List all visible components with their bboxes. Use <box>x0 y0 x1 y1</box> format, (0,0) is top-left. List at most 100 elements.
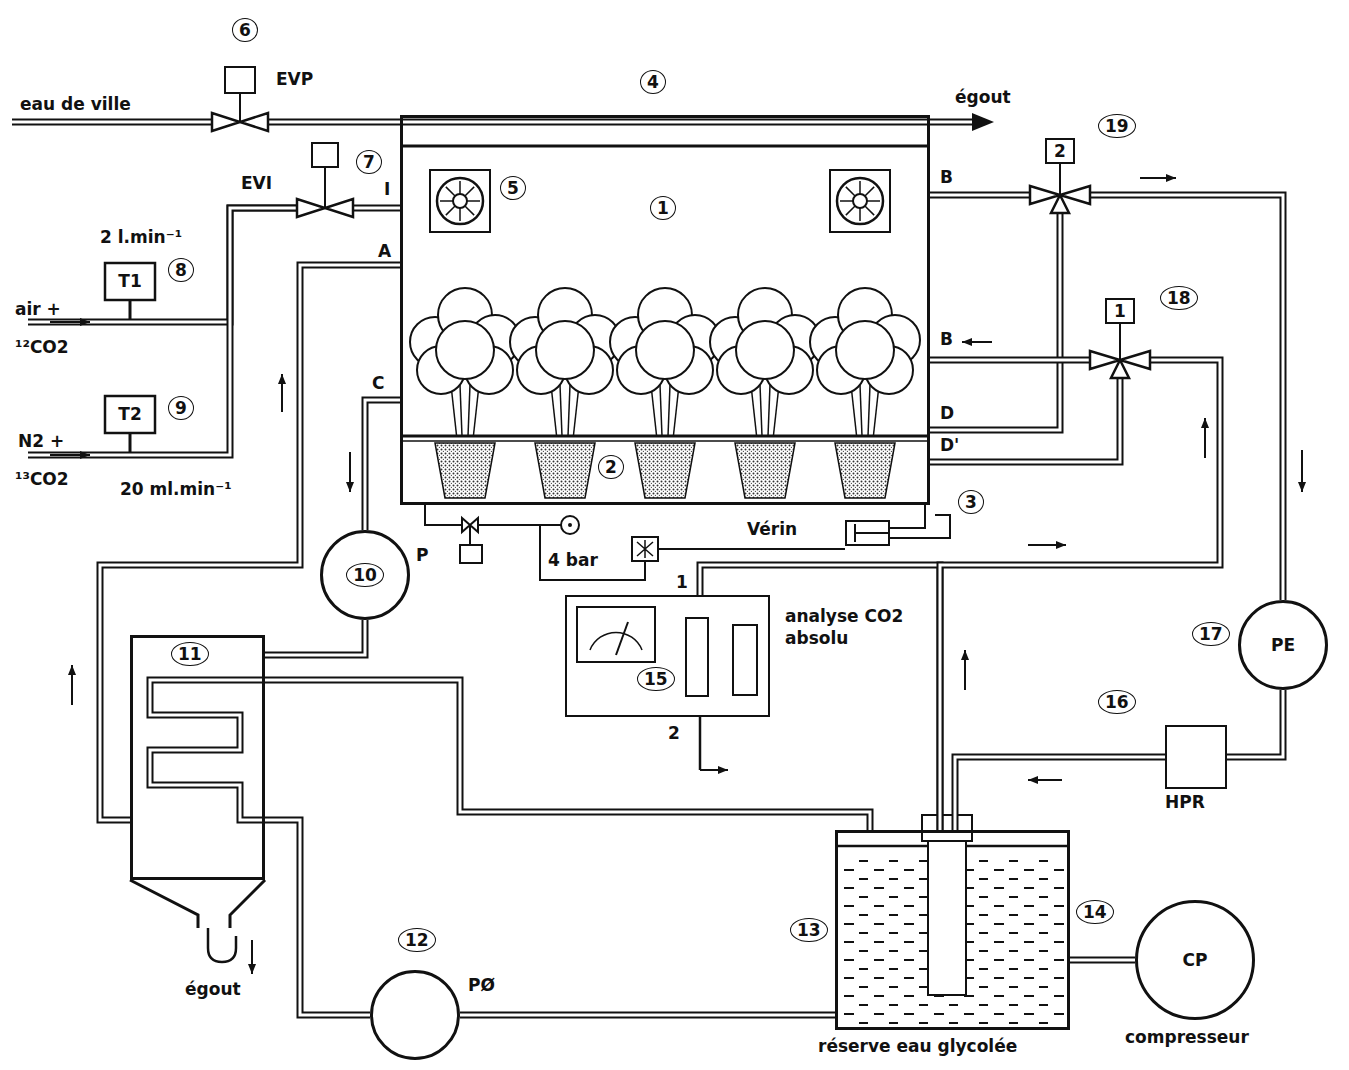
pipe-outline <box>268 119 400 126</box>
plant-stem <box>473 385 479 436</box>
node-label: Vérin <box>747 518 797 540</box>
pipe-outline <box>460 1012 835 1019</box>
air-line <box>540 525 645 580</box>
pipe-connector <box>930 228 1060 430</box>
node-label: PE <box>1271 634 1295 656</box>
pipe-bore <box>365 400 400 530</box>
gas-inlet-pipe <box>28 319 95 326</box>
flow-arrow-head <box>1166 174 1176 182</box>
pipe-bore <box>265 620 365 655</box>
analyser-gauge <box>577 607 655 662</box>
pipe-connector <box>930 195 1030 196</box>
valve-actuator <box>460 545 482 563</box>
condenser-box: 11 <box>130 635 265 880</box>
fan-housing <box>430 170 490 232</box>
plant-stem <box>460 385 462 436</box>
fan-blade <box>865 187 874 196</box>
pipe-bore <box>700 565 940 830</box>
gauge-needle <box>616 622 628 655</box>
plant-pot <box>835 443 895 498</box>
flow-meter: T2 <box>95 395 165 468</box>
pressure-gauge <box>561 516 579 534</box>
valve-stem <box>1119 324 1121 360</box>
plant-stem <box>573 385 579 436</box>
pipe-connector <box>700 565 940 830</box>
text-label: A <box>378 240 391 262</box>
pipe-outline <box>940 360 1220 830</box>
callout-number: 10 <box>346 563 384 587</box>
fan-blade <box>465 187 474 196</box>
pipe-outline <box>700 565 940 830</box>
pipe-outline <box>265 620 365 655</box>
fan-rotor <box>437 178 483 224</box>
pipe-connector <box>955 757 1165 830</box>
plant-stem <box>851 385 857 436</box>
plant-stem <box>868 385 870 436</box>
pipe-outline <box>930 192 1030 199</box>
fan-hub <box>853 194 867 208</box>
text-label: égout <box>185 978 241 1000</box>
fan-blade <box>465 206 474 215</box>
pipe-outline <box>353 205 400 212</box>
flow-tube <box>95 452 165 459</box>
water-inlet-pipe <box>12 119 212 126</box>
plant-pot <box>635 443 695 498</box>
pipe-bore <box>1070 959 1135 962</box>
flow-link <box>129 433 132 452</box>
text-label: N2 + <box>18 430 64 452</box>
flow-meter-box <box>105 263 155 300</box>
plant-stem <box>468 385 470 436</box>
pipe-bore <box>930 359 1090 362</box>
plant-stem <box>668 385 670 436</box>
pipe-connector <box>930 395 1120 462</box>
regulator-box <box>632 537 658 561</box>
plant-stem <box>451 385 457 436</box>
plant-stem <box>560 385 562 436</box>
cooling-water-pipe <box>400 121 975 124</box>
flow-arrow-head <box>1028 776 1038 784</box>
text-label: D' <box>940 434 959 456</box>
plant-stem <box>860 385 862 436</box>
pipe-connector <box>1070 960 1135 961</box>
cooling-water-pipe <box>400 119 975 126</box>
plant-stem <box>651 385 657 436</box>
callout-number: 13 <box>790 918 828 942</box>
flow-link <box>129 300 132 319</box>
plant-stem <box>660 385 662 436</box>
pipe-bore <box>930 194 1030 197</box>
fan-blade <box>440 200 453 202</box>
callout-number: 6 <box>232 18 258 42</box>
flow-arrow-head <box>248 964 256 974</box>
plant-foliage <box>636 321 694 379</box>
pot-shelf <box>400 440 930 442</box>
pipe-bore <box>460 1014 835 1017</box>
flow-arrow-head <box>80 451 90 459</box>
circle-outline <box>1137 902 1254 1019</box>
fan-blade <box>446 206 455 215</box>
pot-shelf <box>400 435 930 438</box>
plant-pot <box>535 443 595 498</box>
fan-blade <box>459 208 461 221</box>
node-label: compresseur <box>1125 1026 1249 1048</box>
valve-actuator <box>312 143 338 167</box>
condenser-coil <box>150 680 265 820</box>
pipe-connector <box>930 360 1090 361</box>
callout-number: 5 <box>500 176 526 200</box>
text-label: eau de ville <box>20 93 131 115</box>
cold-trap <box>928 840 966 995</box>
fan-housing <box>830 170 890 232</box>
plant-stem <box>873 385 879 436</box>
callout-number: 19 <box>1098 114 1136 138</box>
plant-stem <box>773 385 779 436</box>
circle-outline <box>372 972 459 1059</box>
node-label: EVP <box>276 68 313 90</box>
text-label: 20 ml.min⁻¹ <box>120 478 232 500</box>
plant-stem <box>760 385 762 436</box>
analyser-cell <box>686 618 708 696</box>
text-label: ¹²CO2 <box>15 336 69 358</box>
node-label: PØ <box>468 974 495 996</box>
valve-port <box>1119 378 1122 395</box>
